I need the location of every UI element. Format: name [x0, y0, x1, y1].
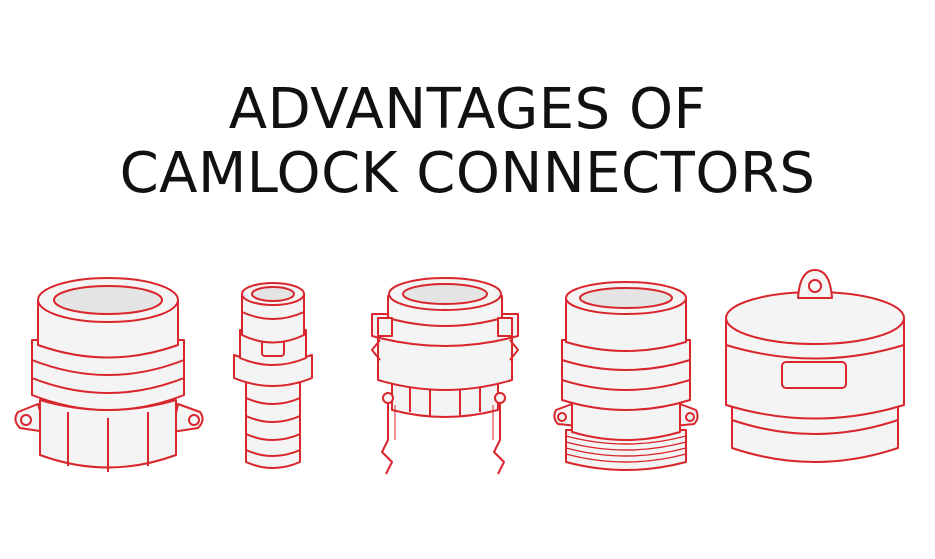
camlock-type-e-icon — [234, 283, 312, 468]
camlock-type-a-icon — [15, 278, 202, 472]
camlock-type-d-icon — [372, 278, 518, 474]
title-line-1: ADVANTAGES OF — [228, 77, 707, 142]
camlock-dust-plug-icon — [726, 270, 904, 462]
title-line-2: CAMLOCK CONNECTORS — [119, 141, 816, 206]
camlock-type-f-icon — [554, 282, 697, 470]
page-title: ADVANTAGES OF CAMLOCK CONNECTORS — [0, 78, 935, 206]
